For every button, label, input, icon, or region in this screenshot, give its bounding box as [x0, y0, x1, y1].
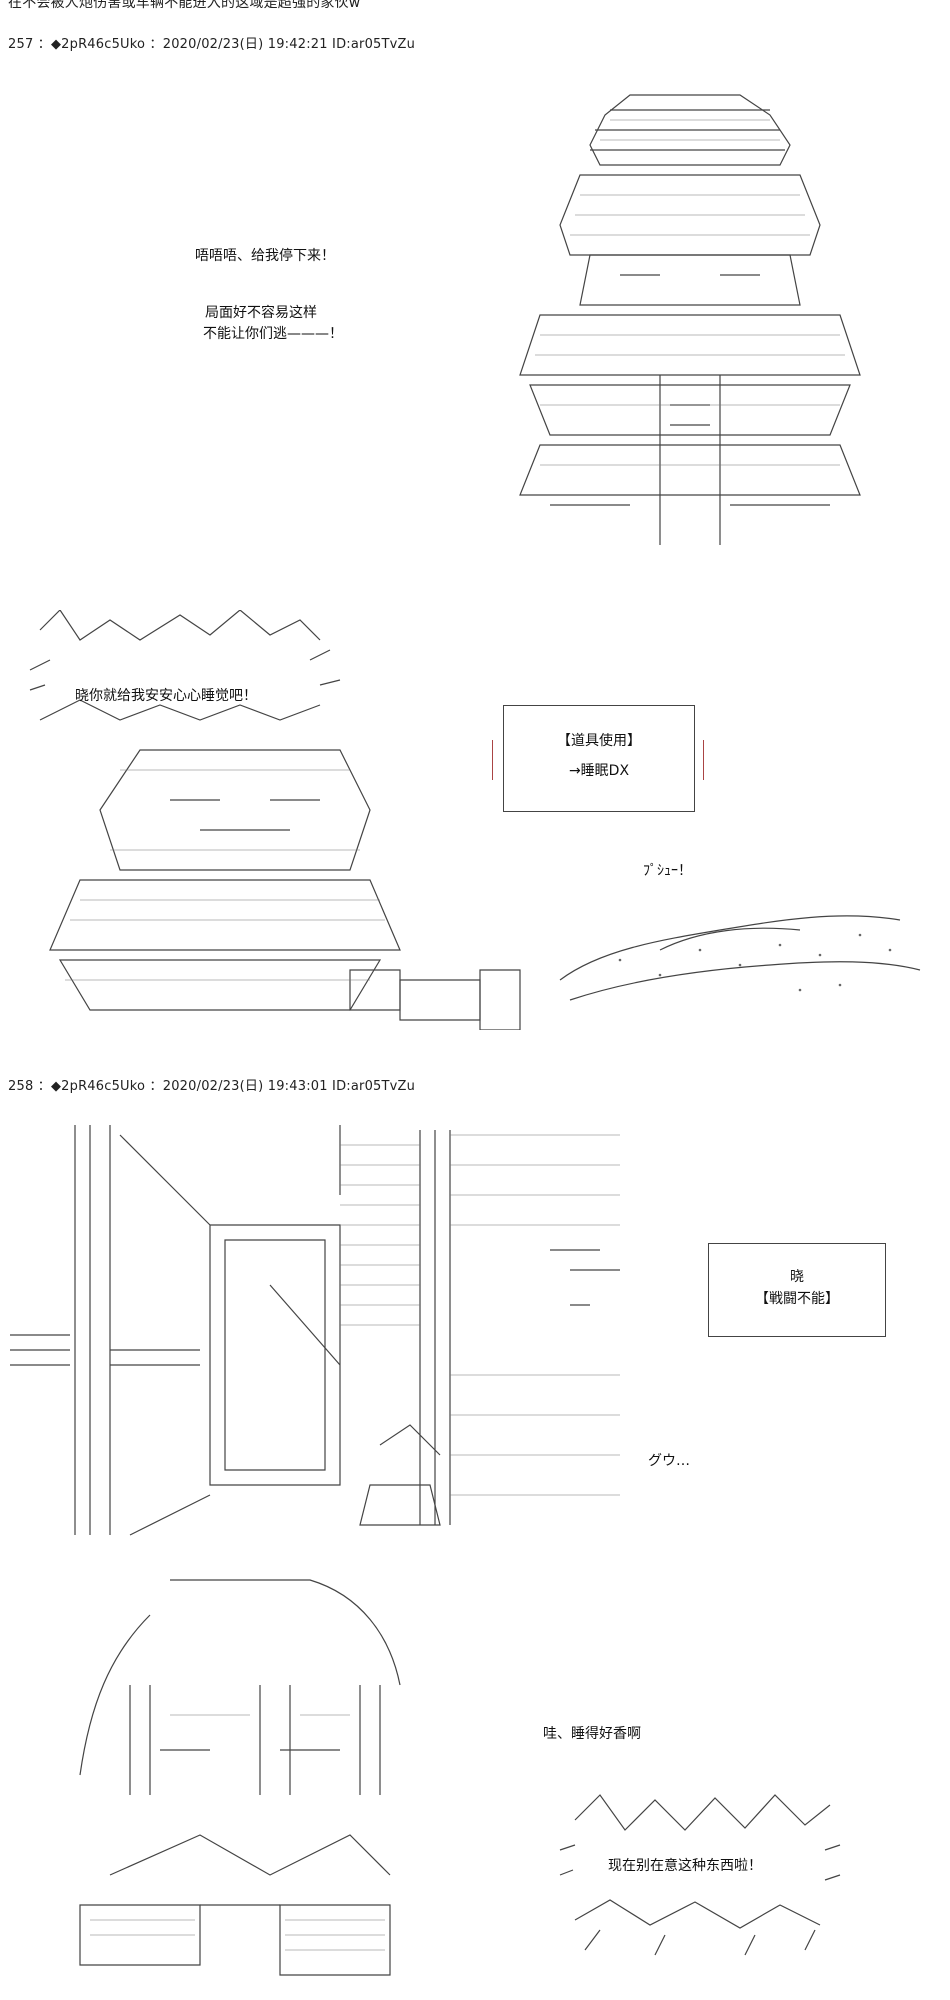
top-cut-text: 在不会被人炮伤害或车辆不能进入的这域是超强的家伙w: [8, 0, 361, 11]
scene2-sfx: ﾌﾟｼｭｰ！: [643, 863, 692, 879]
scene1-line2a: 局面好不容易这样: [205, 305, 317, 321]
scene2-shout: 晓你就给我安安心心睡觉吧！: [75, 688, 257, 704]
item-box-right-mark: [703, 740, 704, 780]
post-header-258: 258 ：◆2pR46c5Uko ：2020/02/23(日) 19:43:01…: [8, 1079, 416, 1094]
scene1-line2b: 不能让你们逃———！: [203, 326, 343, 342]
character-spray-ascii-art: [29, 610, 521, 1030]
shout-burst-ascii-art: [559, 1794, 841, 1956]
status-box-status: 【戦闘不能】: [755, 1291, 839, 1307]
status-box: 晓 【戦闘不能】: [708, 1243, 886, 1337]
sleeping-character-ascii-art: [79, 1579, 401, 1976]
item-box-item: →睡眠DX: [568, 763, 630, 779]
spray-cloud-ascii-art: [559, 915, 921, 1001]
scene1-line1: 唔唔唔、给我停下来！: [195, 248, 335, 264]
item-box-left-mark: [492, 740, 493, 780]
scene3-sfx: グウ…: [648, 1453, 690, 1469]
status-box-name: 晓: [790, 1269, 804, 1285]
item-use-box: 【道具使用】 →睡眠DX: [503, 705, 695, 812]
scene4-shout: 现在别在意这种东西啦！: [608, 1858, 762, 1874]
item-box-title: 【道具使用】: [557, 733, 641, 749]
knight-ascii-art: [519, 94, 861, 545]
fallen-character-ascii-art: [10, 1125, 620, 1536]
scene4-line1: 哇、睡得好香啊: [543, 1726, 641, 1742]
post-header-257: 257 ：◆2pR46c5Uko ：2020/02/23(日) 19:42:21…: [8, 37, 416, 52]
